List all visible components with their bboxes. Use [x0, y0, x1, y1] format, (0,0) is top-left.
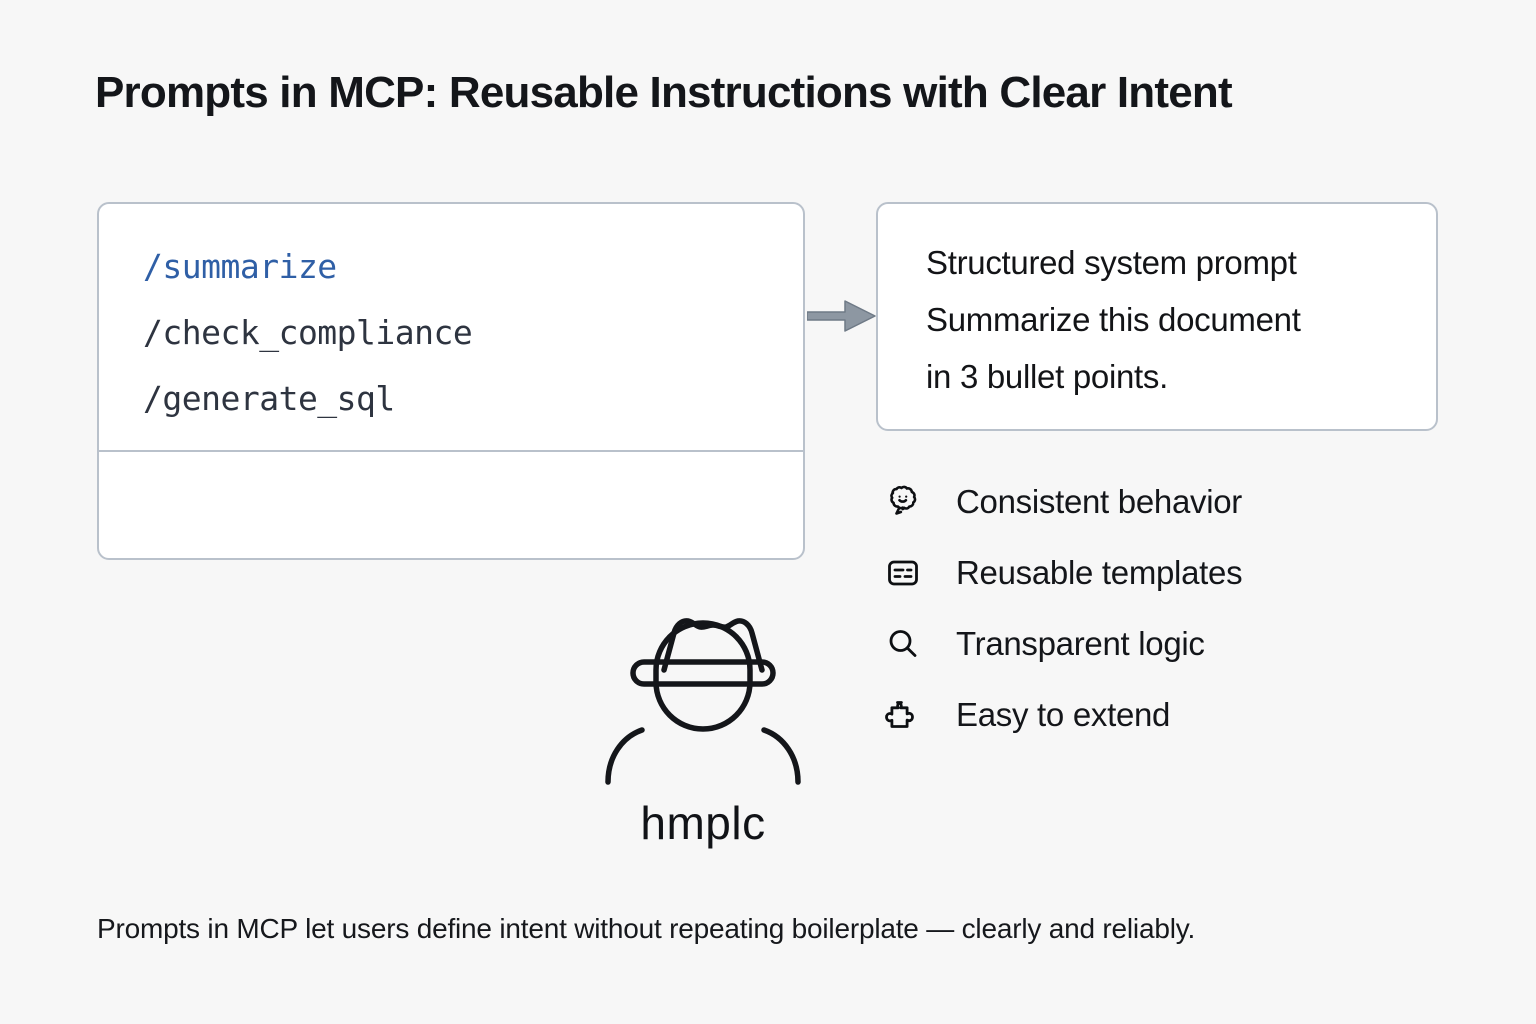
command-item-summarize[interactable]: /summarize [143, 247, 337, 286]
command-item-generate-sql[interactable]: /generate_sql [143, 379, 395, 418]
puzzle-piece-icon [880, 692, 926, 738]
output-line-2: Summarize this document [926, 301, 1301, 338]
brain-icon [880, 479, 926, 525]
persona-illustration: hmplc [588, 604, 818, 854]
arrow-right-icon [806, 298, 877, 334]
feature-item-consistent-behavior: Consistent behavior [880, 466, 1440, 537]
feature-item-reusable-templates: Reusable templates [880, 537, 1440, 608]
output-line-1: Structured system prompt [926, 244, 1297, 281]
persona-label: hmplc [640, 797, 766, 849]
feature-label-transparent-logic: Transparent logic [956, 624, 1205, 662]
output-line-3: in 3 bullet points. [926, 358, 1168, 395]
feature-label-reusable-templates: Reusable templates [956, 553, 1243, 591]
commands-panel: /summarize /check_compliance /generate_s… [97, 202, 805, 560]
feature-item-transparent-logic: Transparent logic [880, 608, 1440, 679]
person-with-hat-icon [605, 618, 801, 785]
template-card-icon [880, 550, 926, 596]
feature-list: Consistent behavior Reusable templates T… [880, 466, 1440, 750]
command-item-check-compliance[interactable]: /check_compliance [143, 313, 473, 352]
caption-text: Prompts in MCP let users define intent w… [97, 913, 1196, 944]
commands-list: /summarize /check_compliance /generate_s… [99, 204, 803, 452]
feature-item-easy-to-extend: Easy to extend [880, 679, 1440, 750]
commands-empty-area [99, 452, 803, 558]
feature-label-easy-to-extend: Easy to extend [956, 695, 1171, 733]
magnifier-icon [880, 621, 926, 667]
page-title: Prompts in MCP: Reusable Instructions wi… [95, 68, 1233, 117]
feature-label-consistent-behavior: Consistent behavior [956, 482, 1242, 520]
output-prompt-panel: Structured system prompt Summarize this … [876, 202, 1438, 431]
